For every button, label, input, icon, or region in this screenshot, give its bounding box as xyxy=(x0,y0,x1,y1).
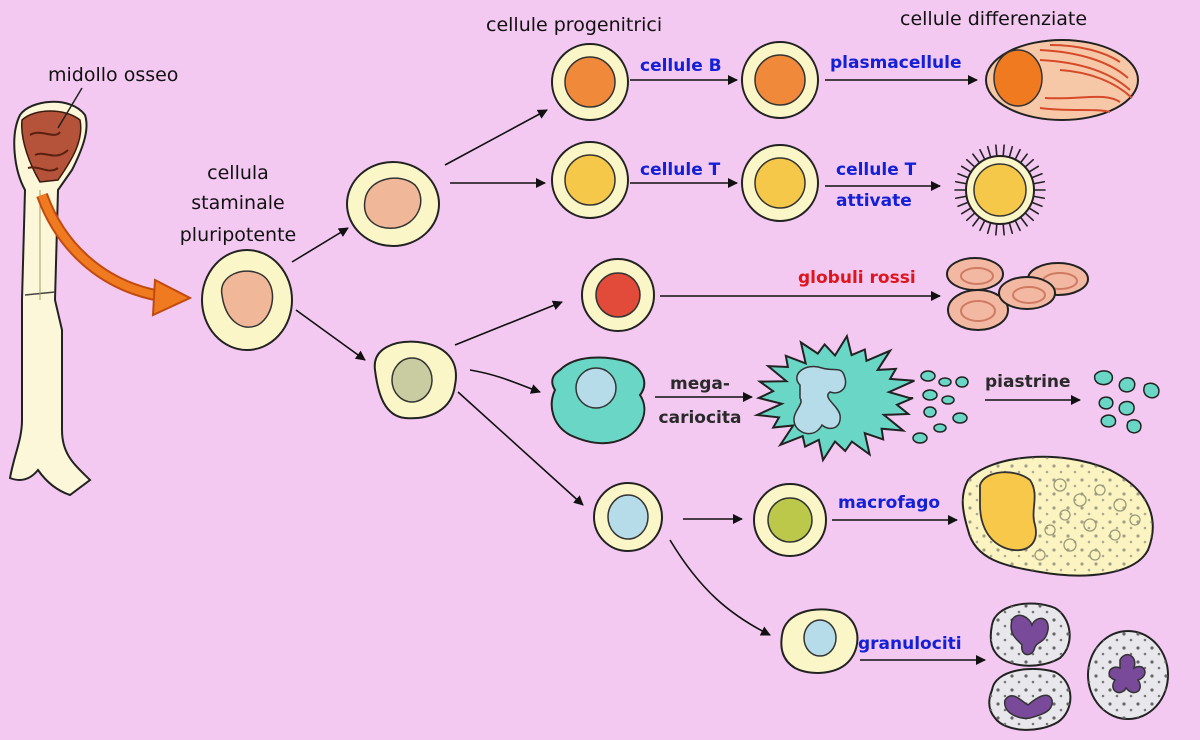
neutrophil-1 xyxy=(989,602,1071,667)
arrow-stem-to-myeloid xyxy=(295,309,366,361)
header-differentiated: cellule differenziate xyxy=(900,8,1088,30)
b-progenitor-cell xyxy=(551,43,629,121)
activated-t-spike xyxy=(972,153,981,164)
activated-t-spike xyxy=(957,172,970,179)
myeloid-progenitor-cell xyxy=(373,340,457,420)
activated-t-spike xyxy=(1030,172,1043,179)
activated-t-spike xyxy=(960,207,972,215)
orange-curved-arrow xyxy=(36,192,193,317)
granulocyte-precursor-cell xyxy=(780,608,859,674)
erythroid-progenitor-cell xyxy=(581,258,655,332)
arrow-myeloid-to-erythroid xyxy=(454,300,563,346)
activated-t-spike xyxy=(986,221,992,235)
header-progenitors: cellule progenitrici xyxy=(486,14,663,36)
label-macrophage: macrofago xyxy=(838,493,941,513)
activated-t-spike xyxy=(1032,195,1046,200)
t-progenitor-cell xyxy=(551,141,629,219)
label-activated-t-line2: attivate xyxy=(836,191,912,211)
stem-cell xyxy=(201,249,293,351)
activated-t-spike xyxy=(965,158,976,168)
label-activated-t-line1: cellule T xyxy=(836,160,917,180)
arrow-myeloid-to-monoblast xyxy=(457,391,584,506)
activated-t-spike xyxy=(1024,158,1035,168)
bone-marrow-region xyxy=(21,110,82,183)
macrophage-cell xyxy=(961,455,1154,577)
activated-t-spike xyxy=(1008,145,1014,159)
activated-t-spike xyxy=(960,165,972,173)
activated-t-spike xyxy=(979,219,986,232)
activated-t-spike xyxy=(972,216,981,227)
activated-t-spike xyxy=(1028,207,1040,215)
neutrophil-2 xyxy=(988,668,1072,731)
label-stem-cell-line2: staminale xyxy=(191,192,285,214)
activated-t-spike xyxy=(986,145,992,159)
arrow-myeloid-to-megakaryoblast xyxy=(469,369,541,394)
megakaryoblast-cell xyxy=(550,356,646,445)
activated-t-cell xyxy=(954,144,1046,236)
activated-t-spike xyxy=(1014,219,1021,232)
label-t-cells: cellule T xyxy=(640,160,721,180)
activated-t-spike xyxy=(1028,165,1040,173)
femur-bone xyxy=(8,100,92,497)
eosinophil xyxy=(1087,630,1169,720)
activated-t-spike xyxy=(1014,148,1021,161)
label-platelets: piastrine xyxy=(985,372,1071,392)
myeloblast-cell xyxy=(593,482,663,552)
arrow-lymphoid-to-b xyxy=(444,109,548,166)
activated-t-spike xyxy=(1019,153,1028,164)
megakaryocyte-cell xyxy=(753,333,915,463)
activated-t-spike xyxy=(1019,216,1028,227)
activated-t-spike xyxy=(1032,180,1046,185)
activated-t-spike xyxy=(1024,212,1035,222)
b-cell xyxy=(741,41,819,119)
activated-t-spike xyxy=(957,201,970,208)
marrow-pointer-line xyxy=(57,87,83,129)
label-plasma-cells: plasmacellule xyxy=(830,53,962,73)
red-blood-cells xyxy=(946,257,1089,331)
label-stem-cell-line3: pluripotente xyxy=(179,224,297,246)
label-red-blood-cells: globuli rossi xyxy=(798,268,916,288)
activated-t-spike xyxy=(979,148,986,161)
activated-t-spike xyxy=(954,180,968,185)
platelets xyxy=(1093,370,1160,434)
monocyte-cell xyxy=(753,483,827,557)
arrow-myeloblast-to-granulocyte-precursor xyxy=(669,539,771,636)
plasma-cell xyxy=(985,39,1139,121)
activated-t-spike xyxy=(1002,223,1005,236)
activated-t-spike xyxy=(1030,201,1043,208)
label-granulocytes: granulociti xyxy=(858,634,962,654)
activated-t-spike xyxy=(1002,144,1005,157)
granulocytes xyxy=(988,602,1169,731)
activated-t-spike xyxy=(965,212,976,222)
arrow-stem-to-lymphoid xyxy=(291,227,349,263)
megakaryocyte-fragments xyxy=(912,370,969,444)
label-b-cells: cellule B xyxy=(640,56,722,76)
label-stem-cell-line1: cellula xyxy=(207,162,269,184)
activated-t-spike xyxy=(1008,221,1014,235)
label-megakaryocyte-line1: mega- xyxy=(670,374,730,394)
lymphoid-progenitor-cell xyxy=(346,161,440,247)
label-bone-marrow: midollo osseo xyxy=(48,64,179,86)
activated-t-spike xyxy=(954,195,968,200)
t-cell xyxy=(741,144,819,222)
activated-t-spike xyxy=(995,144,998,157)
label-megakaryocyte-line2: cariocita xyxy=(658,408,742,428)
activated-t-spike xyxy=(995,223,998,236)
